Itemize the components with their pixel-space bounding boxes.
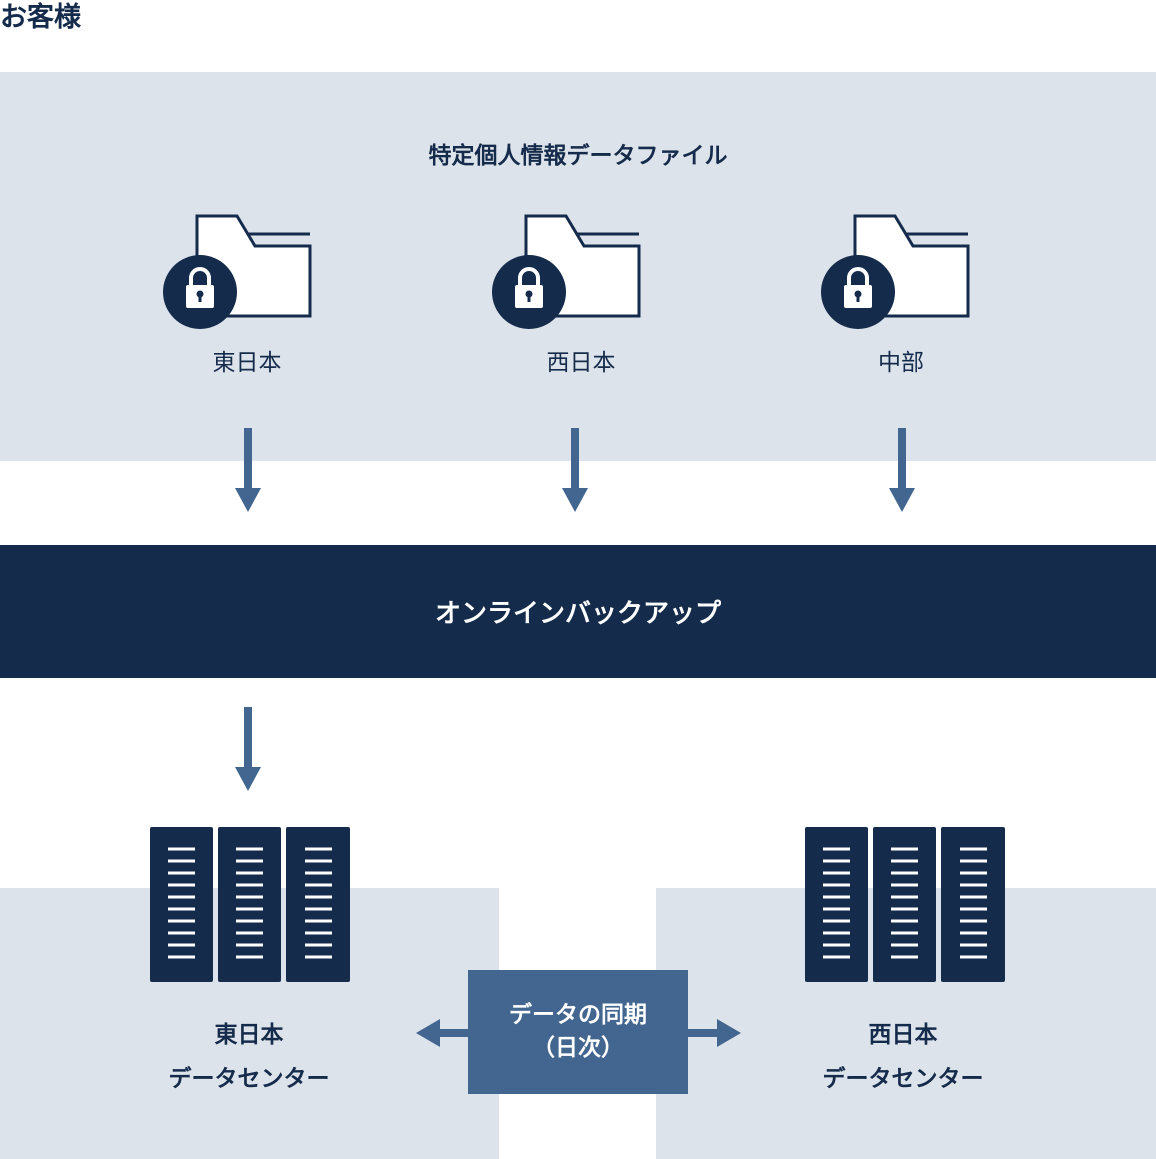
online-backup-band	[0, 545, 1156, 678]
region-label-chubu: 中部	[878, 350, 924, 376]
arrow-down-icon	[889, 428, 915, 512]
files-title: 特定個人情報データファイル	[428, 143, 728, 169]
west-datacenter-type: データセンター	[822, 1066, 984, 1092]
locked-folder-icon	[492, 214, 641, 329]
arrow-left-icon	[416, 1019, 470, 1047]
server-rack-icon	[150, 827, 350, 982]
server-rack-icon	[805, 827, 1005, 982]
region-label-east: 東日本	[212, 350, 282, 376]
customer-label: お客様	[0, 2, 81, 33]
east-datacenter-region: 東日本	[214, 1022, 284, 1048]
locked-folder-icon	[821, 214, 970, 329]
arrow-down-icon	[235, 707, 261, 791]
east-datacenter-type: データセンター	[168, 1066, 330, 1092]
region-label-west: 西日本	[546, 350, 616, 376]
locked-folder-icon	[163, 214, 312, 329]
online-backup-label: オンラインバックアップ	[434, 599, 721, 629]
west-datacenter-region: 西日本	[868, 1022, 938, 1048]
data-sync-frequency: （日次）	[532, 1035, 624, 1061]
east-datacenter-label: 東日本 データセンター	[119, 1013, 379, 1101]
west-datacenter-label: 西日本 データセンター	[773, 1013, 1033, 1101]
data-sync-label: データの同期	[509, 1002, 647, 1028]
arrow-right-icon	[687, 1019, 741, 1047]
arrow-down-icon	[235, 428, 261, 512]
data-sync-box: データの同期 （日次）	[468, 970, 688, 1094]
arrow-down-icon	[562, 428, 588, 512]
